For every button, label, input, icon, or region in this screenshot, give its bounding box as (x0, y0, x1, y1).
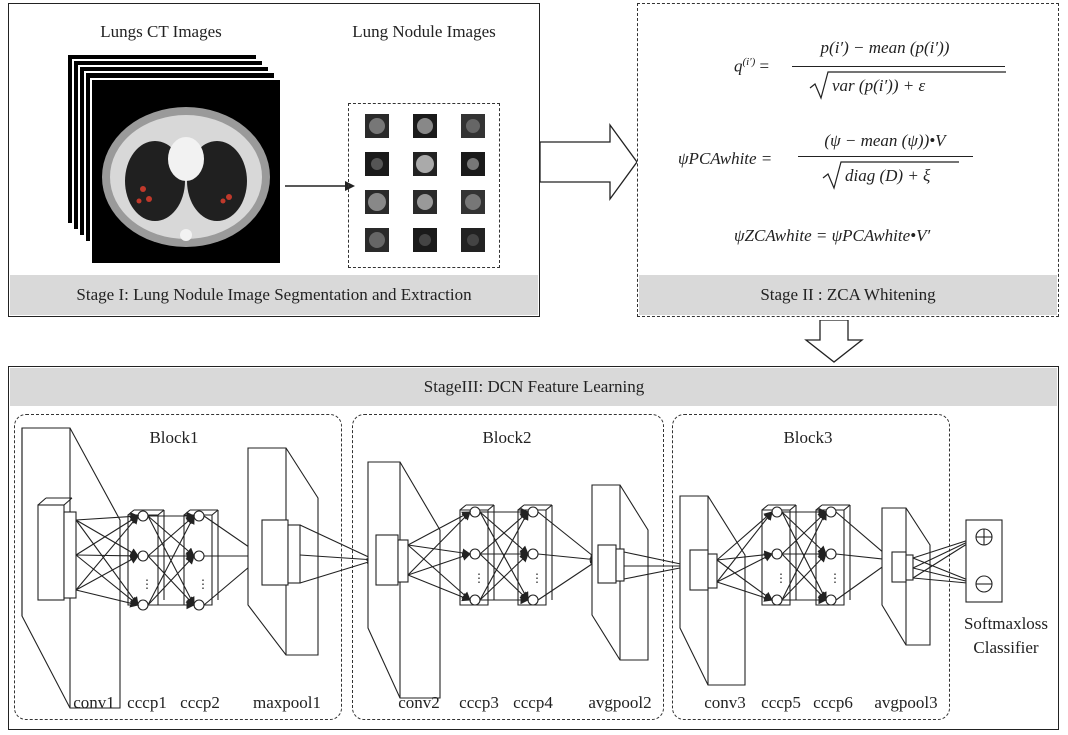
eq1-sqrt-icon (809, 71, 1006, 100)
nodule-r4c1 (365, 228, 389, 252)
label-cccp3: cccp3 (459, 693, 499, 712)
nodule-r4c2 (413, 228, 437, 252)
eq2-fraction-bar (798, 156, 973, 157)
svg-text:⋮: ⋮ (197, 577, 209, 591)
block3-connections (716, 507, 894, 605)
nodule-thumbnails (365, 114, 485, 252)
avgpool3-layer (881, 507, 931, 646)
positive-class-icon (975, 528, 993, 546)
label-maxpool1: maxpool1 (253, 693, 321, 712)
svg-text:⋮: ⋮ (775, 571, 787, 585)
ct-slice-front (90, 78, 282, 265)
nodule-grid (348, 103, 500, 268)
label-conv1: conv1 (73, 693, 115, 712)
label-cccp1: cccp1 (127, 693, 167, 712)
eq2-sqrt-icon (822, 161, 959, 190)
eq1-lhs-superscript: (i′) (742, 56, 756, 68)
svg-text:⋮: ⋮ (141, 577, 153, 591)
conv3-layer (679, 495, 746, 686)
classifier-label-line1: Softmaxloss (963, 614, 1049, 633)
block2-title: Block2 (482, 428, 532, 447)
label-cccp5: cccp5 (761, 693, 801, 712)
eq1-denominator: var (p(i′)) + ε (832, 76, 926, 95)
nodule-r2c2 (413, 152, 437, 176)
eq1-numerator: p(i′) − mean (p(i′)) (820, 38, 950, 57)
stage2-panel: q(i′) = p(i′) − mean (p(i′)) var (p(i′))… (637, 3, 1059, 317)
cccp2-layer: ⋮ (183, 509, 219, 611)
stage1-caption: Stage I: Lung Nodule Image Segmentation … (10, 275, 538, 315)
eq1-lhs-symbol: q (734, 56, 743, 76)
ct-image-stack (66, 53, 282, 265)
block3-box (672, 414, 950, 720)
block3-title: Block3 (783, 428, 833, 447)
label-avgpool3: avgpool3 (874, 693, 938, 712)
nodule-r2c1 (365, 152, 389, 176)
stage1-to-stage2-arrow (540, 123, 638, 201)
block2-to-block3-connections (623, 551, 692, 580)
label-conv2: conv2 (398, 693, 440, 712)
svg-text:⋮: ⋮ (531, 571, 543, 585)
cccp4-layer: ⋮ (517, 504, 553, 606)
stage2-caption: Stage II : ZCA Whitening (639, 275, 1057, 315)
nodule-r3c3 (461, 190, 485, 214)
nodule-r1c2 (413, 114, 437, 138)
label-cccp2: cccp2 (180, 693, 220, 712)
block1-box (14, 414, 342, 720)
conv2-layer (367, 461, 441, 699)
nodule-r1c3 (461, 114, 485, 138)
nodule-r3c1 (365, 190, 389, 214)
nodule-r3c2 (413, 190, 437, 214)
nodule-r2c3 (461, 152, 485, 176)
stage2-to-stage3-arrow (804, 320, 864, 363)
cccp5-layer: ⋮ (761, 504, 797, 606)
eq2-numerator: (ψ − mean (ψ))•V (824, 131, 946, 150)
classifier-label-line2: Classifier (973, 638, 1039, 657)
label-avgpool2: avgpool2 (588, 693, 652, 712)
conv1-filter (37, 497, 77, 601)
block1-title: Block1 (149, 428, 199, 447)
eq1-lhs: q(i′) = (734, 56, 770, 76)
label-cccp4: cccp4 (513, 693, 553, 712)
avgpool2-layer (591, 484, 649, 661)
eq3: ψZCAwhite = ψPCAwhite•V′ (734, 226, 931, 245)
svg-text:⋮: ⋮ (829, 571, 841, 585)
stage1-panel: Lungs CT Images Lung Nodule Images (8, 3, 540, 317)
block1-to-block2-connections (299, 524, 377, 584)
block2-connections (407, 507, 600, 605)
cccp6-layer: ⋮ (815, 504, 851, 606)
negative-class-icon (975, 575, 993, 593)
ct-images-title: Lungs CT Images (100, 22, 222, 41)
nodule-r4c3 (461, 228, 485, 252)
label-cccp6: cccp6 (813, 693, 853, 712)
svg-text:⋮: ⋮ (473, 571, 485, 585)
stage3-caption: StageIII: DCN Feature Learning (423, 377, 645, 396)
nodule-r1c1 (365, 114, 389, 138)
eq2-lhs: ψPCAwhite = (678, 149, 773, 168)
eq2-denominator: diag (D) + ξ (845, 166, 931, 185)
segmentation-arrow (285, 181, 355, 191)
nodule-images-title: Lung Nodule Images (352, 22, 496, 41)
maxpool1-layer (247, 447, 319, 656)
cccp3-layer: ⋮ (459, 504, 495, 606)
eq1-fraction-bar (792, 66, 1005, 67)
stage3-caption-bar (10, 368, 1057, 406)
label-conv3: conv3 (704, 693, 746, 712)
